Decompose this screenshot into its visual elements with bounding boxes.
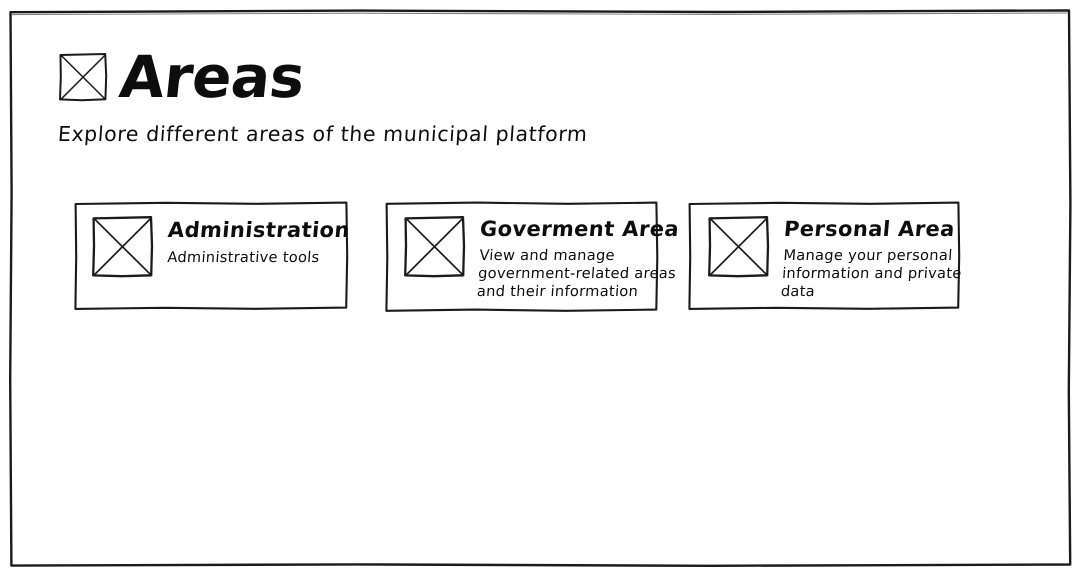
area-card-administration[interactable]: Administration Administrative tools bbox=[74, 201, 351, 310]
crossed-box-placeholder-icon bbox=[404, 216, 466, 278]
card-icon-wrap bbox=[403, 215, 466, 282]
crossed-box-placeholder-icon bbox=[708, 216, 770, 278]
card-icon-wrap bbox=[91, 215, 154, 282]
area-card-goverment[interactable]: Goverment Area View and manage governmen… bbox=[385, 201, 681, 312]
card-description: View and manage government-related areas… bbox=[476, 247, 677, 301]
page-header: Areas Explore different areas of the mun… bbox=[57, 43, 998, 146]
card-content: Administration Administrative tools bbox=[74, 201, 351, 310]
card-description-line: and their information bbox=[476, 283, 639, 300]
card-title: Goverment Area bbox=[478, 217, 681, 241]
card-description-line: information and private bbox=[781, 265, 963, 282]
card-description-line: Manage your personal bbox=[782, 247, 954, 264]
card-icon-wrap bbox=[707, 215, 770, 282]
crossed-box-placeholder-icon bbox=[59, 53, 108, 102]
card-text: Goverment Area View and manage governmen… bbox=[466, 215, 681, 301]
card-description-line: View and manage bbox=[478, 247, 616, 264]
card-title: Personal Area bbox=[782, 217, 956, 241]
card-description-line: data bbox=[780, 283, 816, 300]
card-description-line: government-related areas bbox=[477, 265, 677, 282]
title-row: Areas bbox=[58, 43, 998, 111]
card-description: Administrative tools bbox=[167, 249, 338, 267]
area-card-personal[interactable]: Personal Area Manage your personal infor… bbox=[688, 201, 963, 310]
card-title: Administration bbox=[166, 218, 351, 242]
card-text: Personal Area Manage your personal infor… bbox=[770, 215, 963, 301]
card-content: Personal Area Manage your personal infor… bbox=[688, 201, 963, 310]
card-description-line: Administrative tools bbox=[166, 249, 321, 266]
card-text: Administration Administrative tools bbox=[154, 215, 351, 267]
crossed-box-placeholder-icon bbox=[92, 216, 154, 278]
card-content: Goverment Area View and manage governmen… bbox=[385, 201, 681, 312]
card-description: Manage your personal information and pri… bbox=[780, 247, 963, 301]
page-title: Areas bbox=[116, 43, 308, 111]
page-subtitle: Explore different areas of the municipal… bbox=[57, 122, 589, 146]
